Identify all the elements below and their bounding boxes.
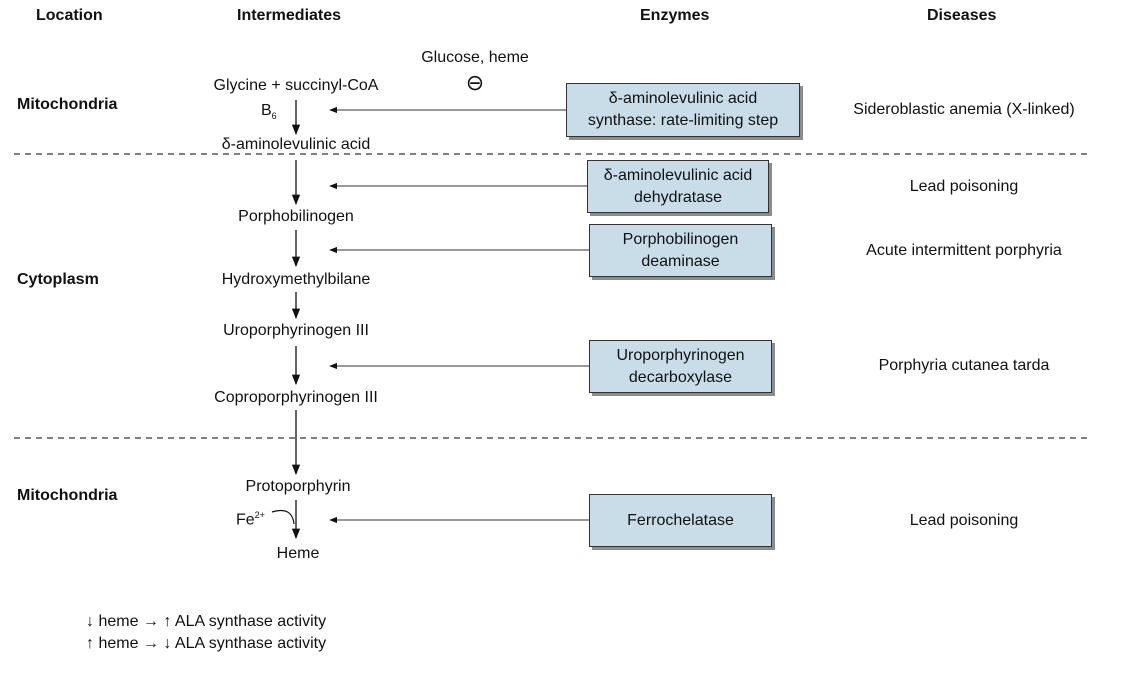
- intermediate-heme: Heme: [276, 545, 320, 562]
- enzyme-ala-synthase: δ-aminolevulinic acid synthase: rate-lim…: [566, 83, 800, 137]
- intermediate-glycine-succinyl-coa: Glycine + succinyl-CoA: [213, 77, 379, 94]
- enzyme-pbg-deaminase-line1: Porphobilinogen: [622, 230, 739, 248]
- enzyme-uro-decarboxylase-line2: decarboxylase: [628, 368, 733, 386]
- enzyme-pbg-deaminase: Porphobilinogen deaminase: [589, 224, 772, 277]
- disease-sideroblastic-anemia: Sideroblastic anemia (X-linked): [853, 101, 1075, 118]
- enzyme-ala-synthase-line1: δ-aminolevulinic acid: [608, 90, 758, 107]
- header-location: Location: [36, 7, 103, 24]
- enzyme-pbg-deaminase-line2: deaminase: [641, 252, 720, 270]
- enzyme-ala-synthase-line2: synthase: rate-limiting step: [587, 112, 779, 129]
- intermediate-coproporphyrinogen-iii: Coproporphyrinogen III: [214, 389, 378, 406]
- enzyme-uro-decarboxylase: Uroporphyrinogen decarboxylase: [589, 340, 772, 393]
- enzyme-ala-dehydratase-line1: δ-aminolevulinic acid: [603, 166, 753, 184]
- location-cytoplasm: Cytoplasm: [17, 271, 99, 288]
- intermediate-protoporphyrin: Protoporphyrin: [245, 478, 351, 495]
- disease-lead-poisoning-2: Lead poisoning: [909, 512, 1019, 529]
- header-enzymes: Enzymes: [640, 7, 710, 24]
- header-intermediates: Intermediates: [237, 7, 342, 24]
- enzyme-ferrochelatase: Ferrochelatase: [589, 494, 772, 547]
- note-high-heme: ↑ heme → ↓ ALA synthase activity: [86, 635, 327, 652]
- cofactor-fe2: Fe2+: [236, 510, 265, 529]
- arrow-fe-curve: [271, 509, 295, 525]
- enzyme-uro-decarboxylase-line1: Uroporphyrinogen: [616, 346, 745, 364]
- intermediate-porphobilinogen: Porphobilinogen: [238, 208, 354, 225]
- disease-lead-poisoning-1: Lead poisoning: [909, 178, 1019, 195]
- inhibition-icon: ⊖: [465, 70, 485, 95]
- enzyme-ala-dehydratase: δ-aminolevulinic acid dehydratase: [587, 160, 769, 213]
- regulator-label: Glucose, heme: [421, 49, 529, 66]
- enzyme-ferrochelatase-label: Ferrochelatase: [627, 511, 734, 529]
- header-diseases: Diseases: [927, 7, 997, 24]
- enzyme-ala-dehydratase-line2: dehydratase: [633, 188, 723, 206]
- disease-acute-intermittent-porphyria: Acute intermittent porphyria: [866, 242, 1062, 259]
- note-low-heme: ↓ heme → ↑ ALA synthase activity: [86, 613, 327, 630]
- location-mitochondria-1: Mitochondria: [17, 96, 118, 113]
- intermediate-uroporphyrinogen-iii: Uroporphyrinogen III: [223, 322, 369, 339]
- intermediate-ala: δ-aminolevulinic acid: [221, 136, 371, 153]
- disease-porphyria-cutanea-tarda: Porphyria cutanea tarda: [878, 357, 1050, 374]
- location-mitochondria-2: Mitochondria: [17, 487, 118, 504]
- cofactor-b6: B6: [261, 102, 277, 122]
- intermediate-hydroxymethylbilane: Hydroxymethylbilane: [221, 271, 371, 288]
